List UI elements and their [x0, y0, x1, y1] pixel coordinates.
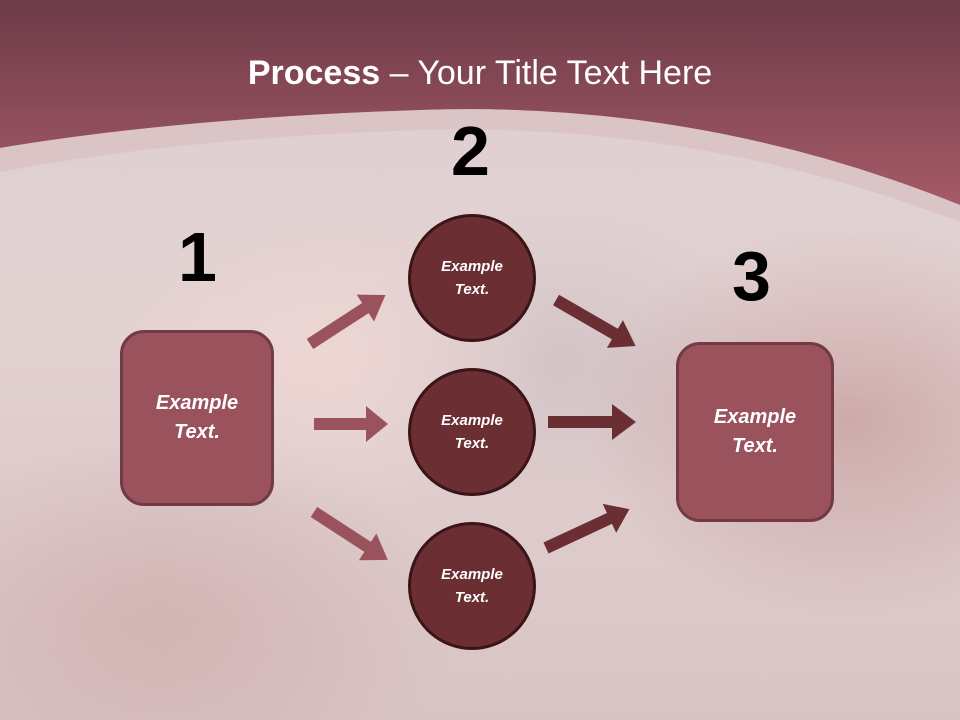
process-circle-bottom: Example Text.	[408, 522, 536, 650]
step-number-2: 2	[451, 112, 490, 190]
arrow-down-right-icon	[310, 506, 388, 561]
header-banner	[0, 0, 960, 222]
step-number-3: 3	[732, 237, 771, 315]
arrow-right-icon	[548, 404, 636, 440]
process-circle-middle: Example Text.	[408, 368, 536, 496]
title-rest: – Your Title Text Here	[380, 54, 713, 92]
circle-label: Example Text.	[441, 258, 503, 298]
step-number-1: 1	[178, 218, 217, 296]
step-box-1: Example Text.	[120, 330, 274, 506]
process-circle-top: Example Text.	[408, 214, 536, 342]
step-box-label: Example Text.	[713, 406, 797, 457]
arrow-right-icon	[314, 406, 388, 442]
step-box-3: Example Text.	[676, 342, 834, 522]
slide-title: Process – Your Title Text Here	[0, 54, 960, 93]
step-box-label: Example Text.	[155, 392, 239, 443]
circle-label: Example Text.	[441, 566, 503, 606]
arrow-up-right-icon	[543, 503, 630, 554]
circle-label: Example Text.	[441, 412, 503, 452]
arrow-down-right-icon	[553, 294, 636, 348]
title-bold: Process	[247, 54, 381, 92]
arrow-up-right-icon	[306, 294, 386, 350]
